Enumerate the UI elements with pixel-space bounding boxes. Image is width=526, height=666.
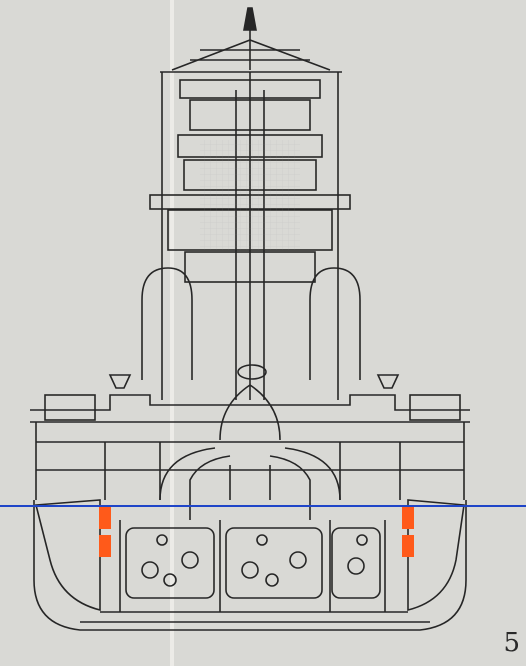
boiler-port [125, 527, 215, 599]
upper-deck [30, 394, 470, 411]
port-armor-highlight-upper [99, 507, 111, 529]
starboard-director-dome [309, 267, 361, 380]
page-number: 5 [503, 628, 520, 658]
port-armor-highlight-lower [99, 535, 111, 557]
hull-outline [33, 500, 467, 631]
port-director-dome [141, 267, 193, 380]
boiler-center [225, 527, 323, 599]
tower-hatching [200, 140, 300, 250]
superstructure-outline [161, 72, 339, 400]
boiler-starboard [331, 527, 381, 599]
starboard-armor-highlight-upper [402, 507, 414, 529]
starboard-armor-highlight-lower [402, 535, 414, 557]
mast-spire [243, 7, 257, 31]
starboard-searchlight [376, 374, 400, 389]
port-searchlight [108, 374, 132, 389]
central-uptake [219, 384, 281, 441]
paper-fold-line [170, 0, 174, 666]
